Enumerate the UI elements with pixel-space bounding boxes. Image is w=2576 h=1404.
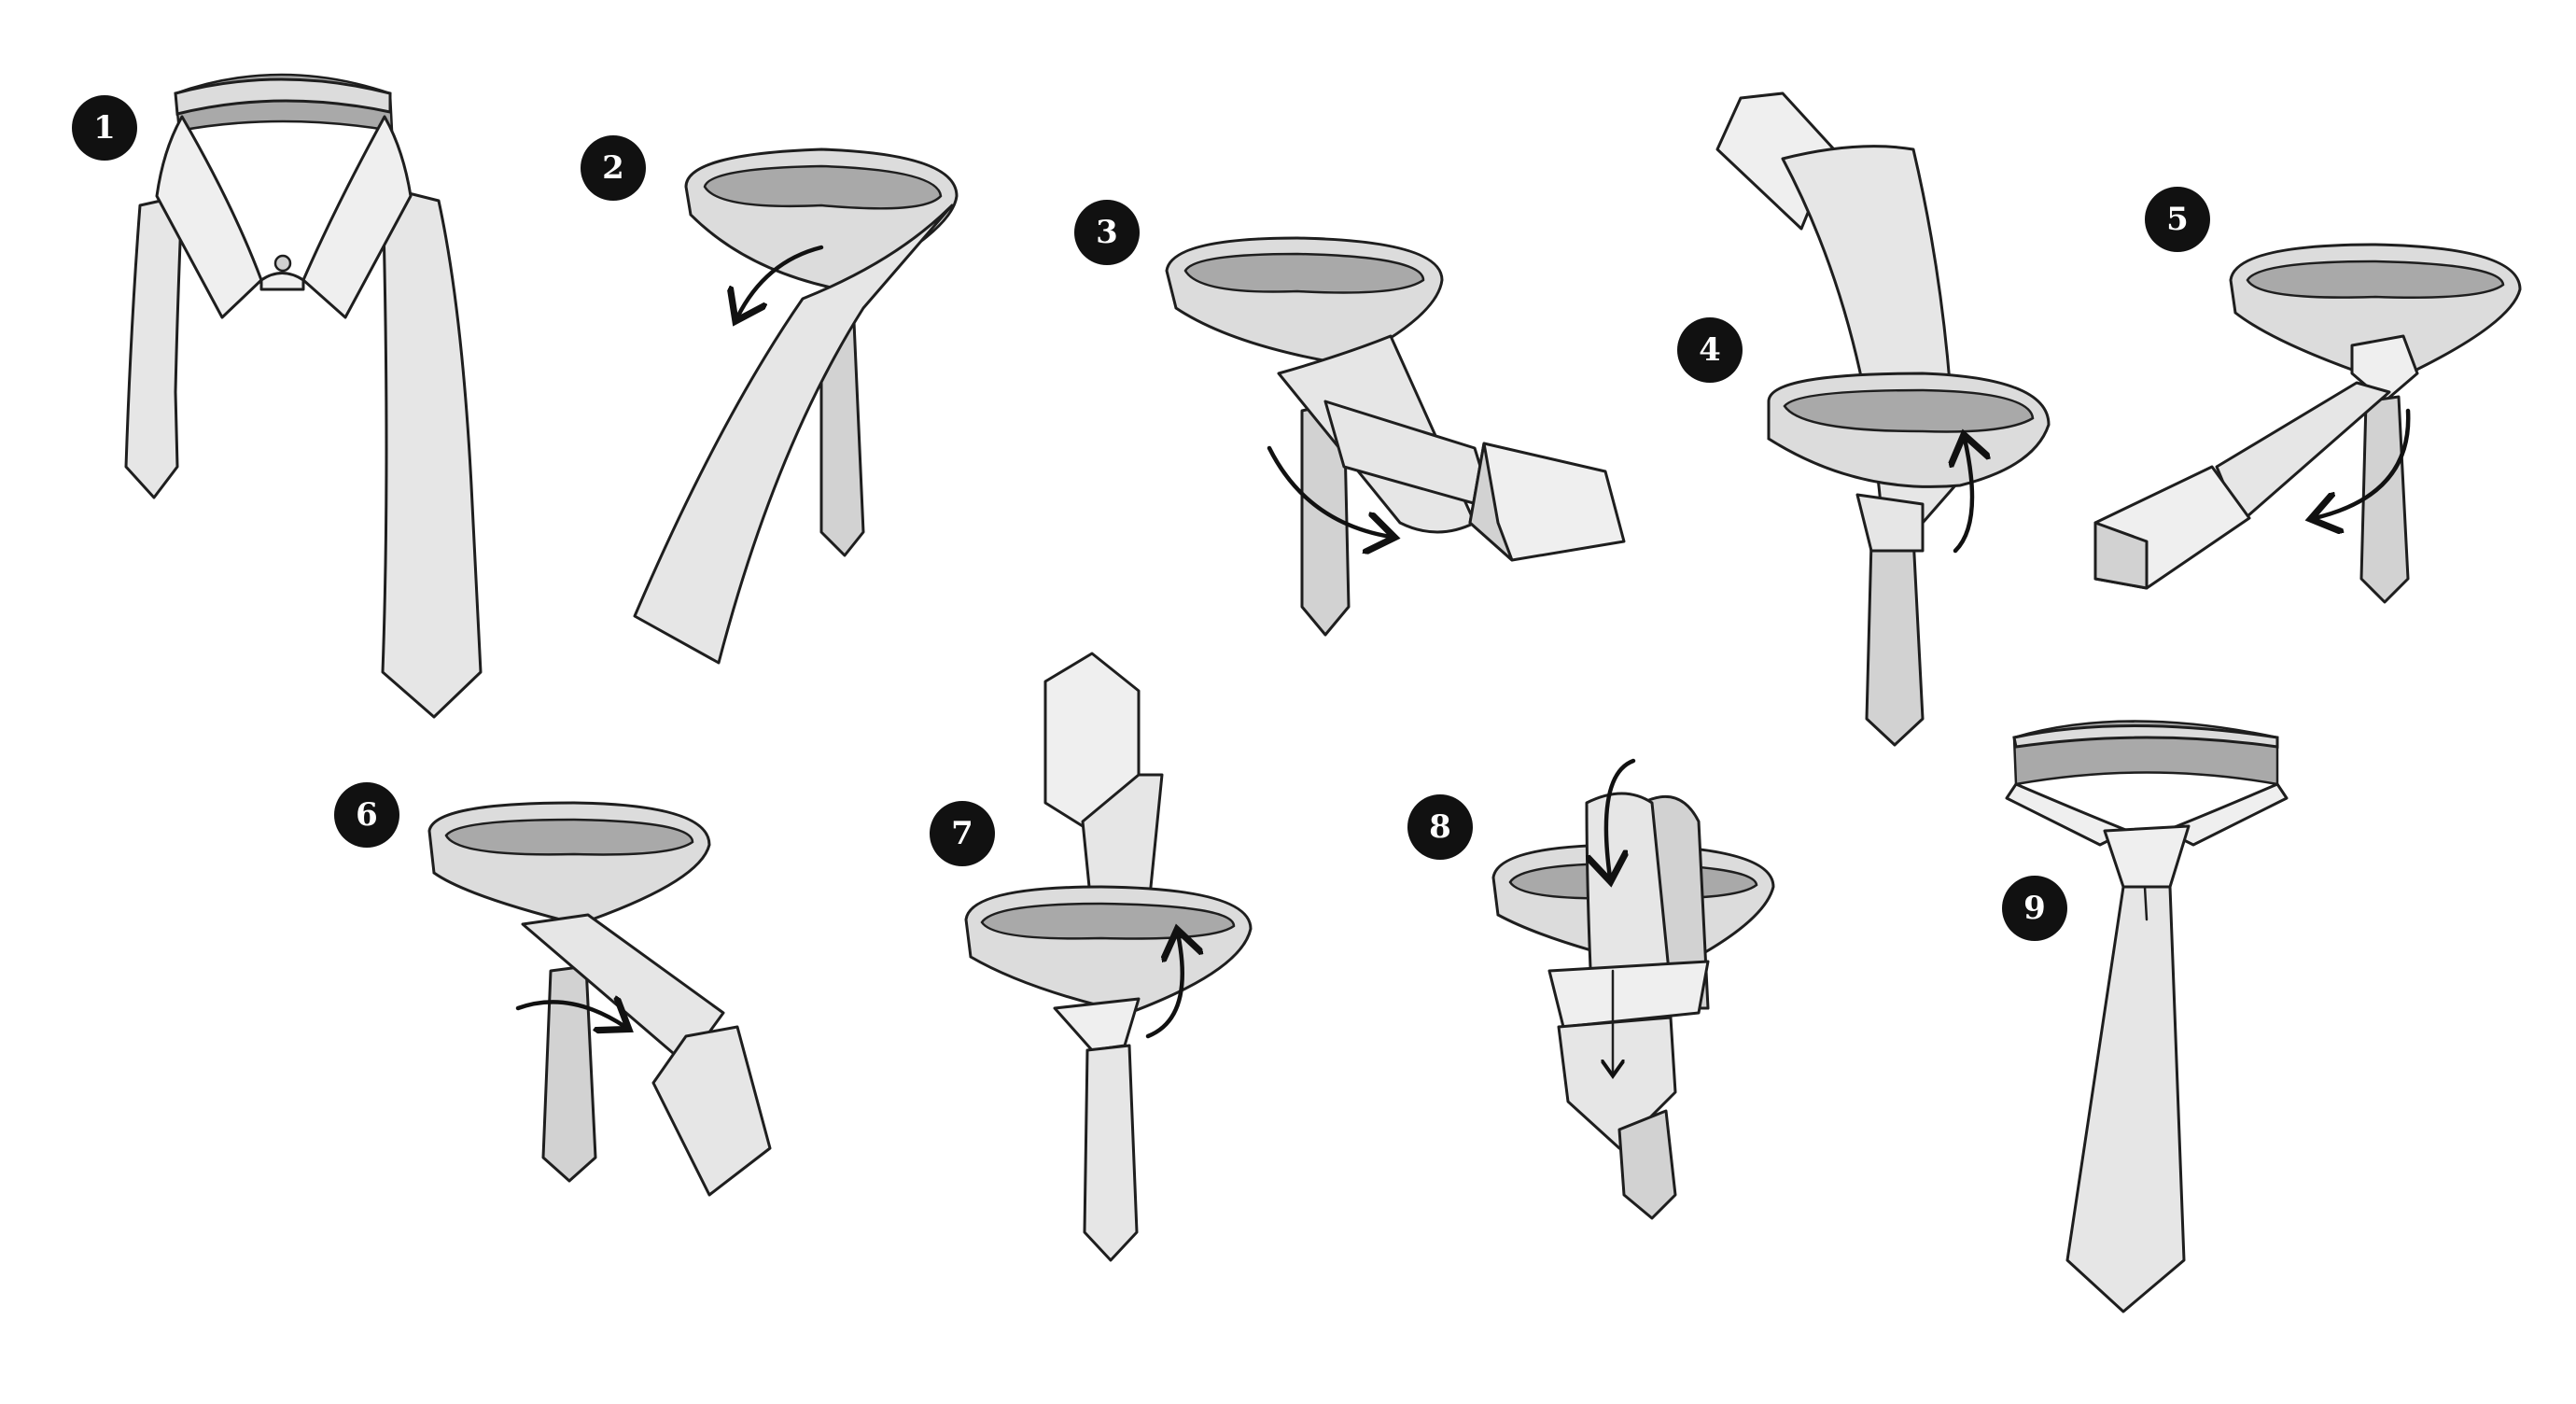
step-badge-9: 9	[2002, 876, 2067, 941]
step-badge-6: 6	[334, 782, 399, 848]
step-badge-8: 8	[1407, 794, 1473, 860]
step-3-arrow-icon	[1267, 445, 1391, 537]
step-4-illustration	[1715, 91, 2051, 747]
step-6-arrow-icon	[515, 1002, 625, 1027]
step-3-illustration	[1165, 236, 1626, 637]
step-badge-4: 4	[1677, 317, 1743, 383]
collar-button-icon	[273, 254, 292, 273]
step-badge-1: 1	[72, 95, 137, 161]
step-9-illustration	[2005, 720, 2289, 1313]
step-number-8: 8	[1429, 808, 1451, 846]
step-badge-3: 3	[1074, 200, 1140, 265]
step-badge-7: 7	[930, 801, 995, 866]
step-number-3: 3	[1096, 214, 1118, 251]
step-number-2: 2	[602, 149, 624, 187]
step-badge-5: 5	[2145, 187, 2210, 252]
step-number-6: 6	[356, 796, 378, 834]
step-1-illustration	[124, 73, 483, 719]
step-badge-2: 2	[581, 135, 646, 201]
step-7-arrow-icon	[1145, 934, 1183, 1039]
step-number-7: 7	[951, 815, 973, 852]
step-6-illustration	[427, 801, 772, 1197]
step-2-arrow-icon	[737, 245, 824, 317]
step-5-arrow-icon	[2315, 408, 2411, 518]
step-number-5: 5	[2166, 201, 2189, 238]
step-number-9: 9	[2023, 890, 2046, 927]
step-number-1: 1	[93, 109, 116, 147]
step-2-illustration	[633, 147, 959, 665]
step-4-arrow-icon	[1955, 439, 1972, 554]
step-number-4: 4	[1699, 331, 1721, 369]
step-8-illustration	[1491, 758, 1775, 1220]
step-5-illustration	[2093, 243, 2522, 604]
step-7-illustration	[964, 652, 1253, 1262]
step-8-arrow-icon	[1606, 758, 1636, 878]
